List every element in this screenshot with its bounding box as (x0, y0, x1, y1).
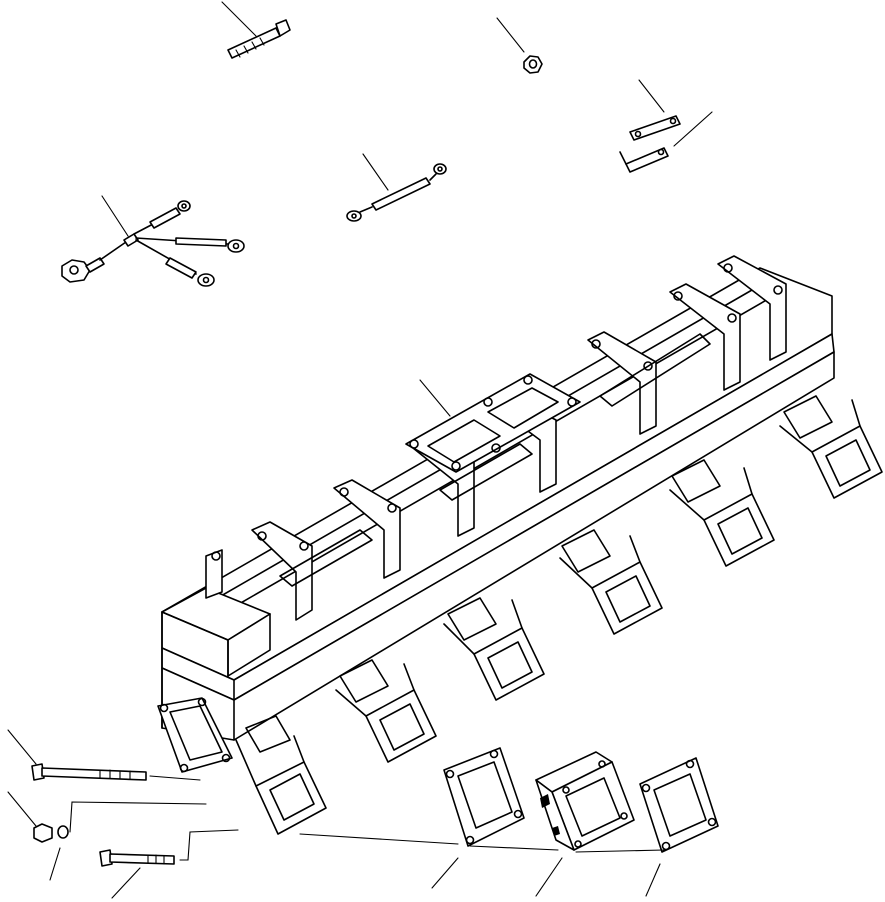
port-flanges (255, 425, 883, 835)
clip-lower (619, 111, 713, 173)
port-gasket-right (639, 757, 719, 897)
port-spacer (535, 751, 635, 897)
exhaust-manifold (161, 255, 883, 835)
short-bolt-lower-left (99, 829, 239, 899)
single-rod (346, 153, 447, 222)
branched-harness (61, 195, 245, 287)
bolt-lower-left (7, 729, 201, 781)
nut (496, 17, 543, 74)
guide-lines (299, 833, 665, 853)
nut-washer-lower-left (7, 791, 207, 881)
port-gasket-left (431, 747, 525, 889)
end-flange-gasket (157, 697, 233, 773)
clip-upper (629, 79, 681, 141)
upper-gasket (405, 373, 581, 473)
long-bolt (221, 1, 291, 59)
